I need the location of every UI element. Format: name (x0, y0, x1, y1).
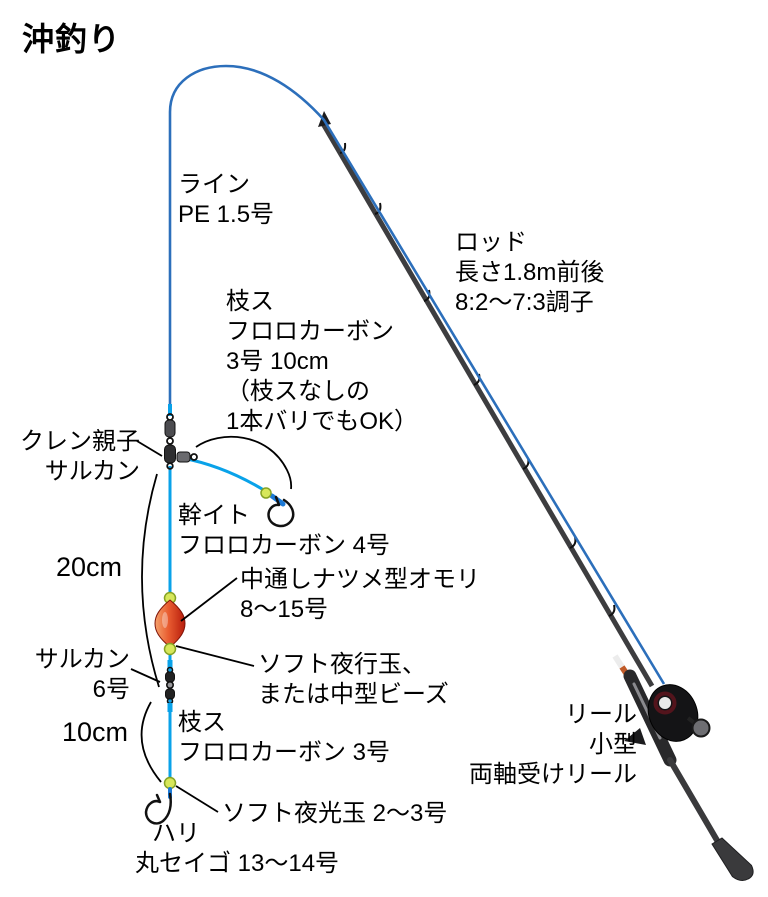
label-glow-bead: ソフト夜光玉 2〜3号 (222, 800, 448, 827)
sinker-assembly (154, 591, 186, 656)
rod-butt-grip (711, 837, 754, 882)
callout-swivel6 (130, 668, 161, 683)
sinker-icon (154, 599, 186, 648)
rod-rear-grip (667, 757, 721, 845)
three-way-swivel-icon (164, 413, 198, 470)
label-hook: ハリ 丸セイゴ 13〜14号 (135, 820, 340, 877)
bracket-20cm (141, 473, 160, 688)
bead-below-sinker-icon (163, 642, 177, 656)
callout-branch-top (195, 435, 293, 490)
label-branch-top: 枝ス フロロカーボン 3号 10cm （枝スなしの 1本バリでもOK） (226, 288, 419, 435)
branch-bead-icon (260, 487, 272, 499)
label-soft-bead: ソフト夜行玉、 または中型ビーズ (258, 651, 449, 708)
swivel-6-icon (165, 660, 175, 712)
page-title: 沖釣り (22, 21, 122, 57)
bottom-hook-assembly (144, 776, 177, 825)
label-length-10cm: 10cm (62, 717, 129, 747)
glow-bead-icon (163, 776, 177, 790)
main-line (168, 64, 666, 685)
label-branch-bottom: 枝ス フロロカーボン 3号 (178, 709, 391, 766)
label-rod: ロッド 長さ1.8m前後 8:2〜7:3調子 (455, 229, 605, 316)
rod-guides-icon (339, 142, 616, 617)
reel-body-icon (647, 684, 699, 742)
label-reel: リール 小型 両軸受けリール (469, 701, 637, 788)
rod-white-band (612, 654, 625, 669)
callout-lines (130, 435, 293, 813)
label-sinker: 中通しナツメ型オモリ 8〜15号 (240, 566, 480, 623)
top-hook-icon (267, 495, 295, 528)
bracket-10cm (140, 701, 162, 783)
reel-trigger (624, 728, 646, 745)
callout-sinker (180, 577, 238, 622)
bottom-hook-icon (144, 792, 172, 825)
reel-and-handle (623, 669, 754, 882)
label-swivel-6: サルカン 6号 (34, 646, 130, 703)
callout-swivel3 (136, 440, 163, 457)
reel-spool-icon (659, 697, 671, 709)
label-three-way-swivel: クレン親子 サルカン (20, 428, 140, 485)
label-main-leader: 幹イト フロロカーボン 4号 (178, 502, 391, 559)
reel-handle-knob-icon (691, 718, 711, 738)
callout-glowbead (175, 785, 219, 813)
callout-softbead (175, 645, 255, 667)
label-length-20cm: 20cm (56, 552, 123, 582)
label-main-line: ライン PE 1.5号 (178, 171, 275, 228)
